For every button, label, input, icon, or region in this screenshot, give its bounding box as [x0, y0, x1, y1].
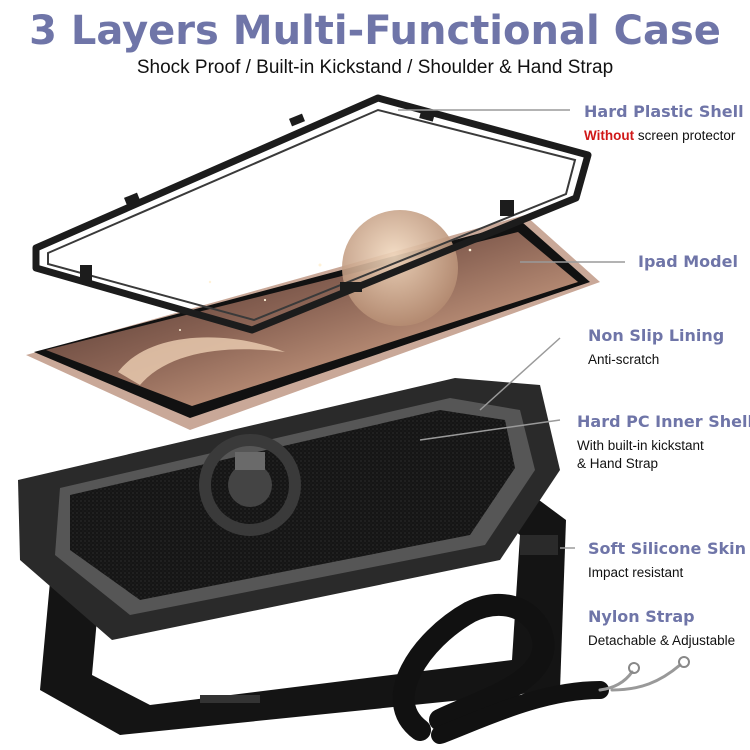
callout-lines — [398, 109, 625, 549]
callout-inner-shell-desc-line2: & Hand Strap — [577, 456, 659, 471]
callout-silicone-title: Soft Silicone Skin — [588, 539, 746, 558]
callout-lining-title: Non Slip Lining — [588, 326, 725, 345]
ipad-model-layer — [26, 210, 600, 430]
plastic-shell-layer — [32, 94, 592, 334]
callout-inner-shell-desc-line1: With built-in kickstant — [577, 438, 704, 453]
without-highlight: Without — [584, 128, 635, 143]
callout-silicone-desc: Impact resistant — [588, 565, 684, 580]
page-title: 3 Layers Multi-Functional Case — [29, 8, 721, 54]
callout-inner-shell-title: Hard PC Inner Shell — [577, 412, 750, 431]
page-subtitle: Shock Proof / Built-in Kickstand / Shoul… — [136, 57, 614, 78]
callout-strap-desc: Detachable & Adjustable — [588, 633, 736, 648]
callout-ipad-title: Ipad Model — [638, 252, 738, 271]
callout-plastic-shell-desc: Without screen protector — [584, 128, 736, 143]
callout-strap-title: Nylon Strap — [588, 607, 695, 626]
nylon-strap — [392, 594, 690, 744]
inner-shell-layer — [18, 378, 560, 640]
callout-plastic-shell-title: Hard Plastic Shell — [584, 102, 744, 121]
callout-lining-desc: Anti-scratch — [588, 352, 660, 367]
